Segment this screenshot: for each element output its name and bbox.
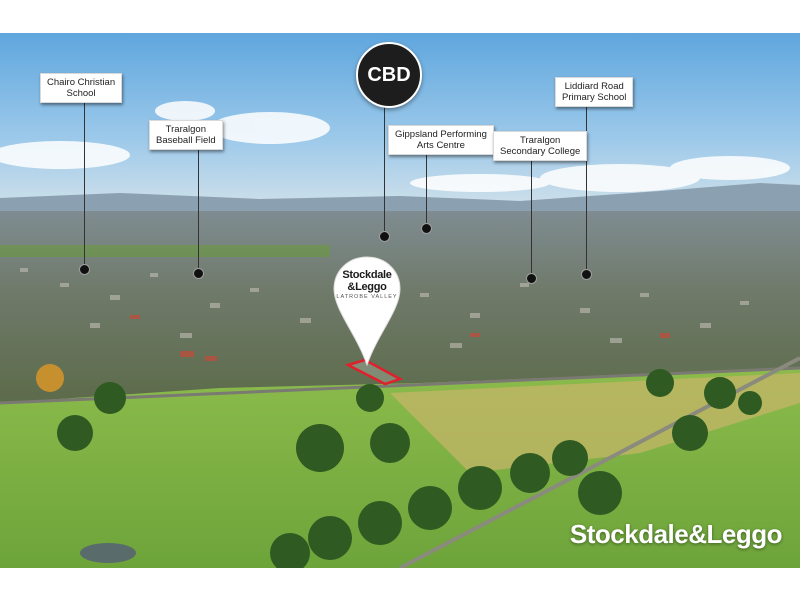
callout-line1: Chairo Christian bbox=[47, 77, 116, 88]
callout-line bbox=[531, 155, 532, 278]
callout-line1: Gippsland Performing bbox=[395, 129, 487, 140]
callout-line2: Arts Centre bbox=[416, 140, 465, 151]
trees bbox=[57, 369, 762, 568]
callout-line1: Traralgon bbox=[165, 124, 206, 135]
callout-line1: Liddiard Road bbox=[564, 81, 624, 92]
callout-line bbox=[198, 146, 199, 273]
location-dot bbox=[79, 264, 90, 275]
roofs bbox=[130, 315, 670, 361]
callout-line2: Baseball Field bbox=[156, 135, 216, 146]
location-dot bbox=[526, 273, 537, 284]
aerial-photo: Chairo Christian School Traralgon Baseba… bbox=[0, 33, 800, 568]
cbd-badge: CBD bbox=[356, 42, 422, 108]
callout-line1: Traralgon bbox=[519, 135, 561, 146]
dry-paddock bbox=[390, 373, 800, 473]
distant-hills bbox=[0, 183, 800, 218]
clouds bbox=[0, 101, 790, 192]
callout-chairo-christian-school: Chairo Christian School bbox=[40, 73, 123, 103]
callout-gippsland-performing-arts-centre: Gippsland Performing Arts Centre bbox=[388, 125, 494, 155]
autumn-tree bbox=[36, 364, 64, 392]
pin-brand: Stockdale &Leggo LATROBE VALLEY bbox=[331, 269, 403, 300]
callout-liddiard-road-primary-school: Liddiard Road Primary School bbox=[555, 77, 634, 107]
callout-traralgon-baseball-field: Traralgon Baseball Field bbox=[149, 120, 223, 150]
houses bbox=[20, 268, 749, 348]
location-dot bbox=[193, 268, 204, 279]
pin-subtitle: LATROBE VALLEY bbox=[336, 294, 398, 300]
location-dot bbox=[421, 223, 432, 234]
callout-line bbox=[384, 103, 385, 236]
pin-brand-line2: &Leggo bbox=[347, 281, 387, 293]
callout-line bbox=[84, 103, 85, 269]
callout-line bbox=[586, 101, 587, 274]
property-boundary bbox=[344, 358, 404, 386]
location-dot bbox=[379, 231, 390, 242]
brand-watermark: Stockdale&Leggo bbox=[569, 519, 783, 549]
callout-line2: Secondary College bbox=[500, 146, 581, 157]
map-pin-icon bbox=[333, 256, 401, 367]
callout-traralgon-secondary-college: Traralgon Secondary College bbox=[493, 131, 588, 161]
aerial-scene bbox=[0, 33, 800, 568]
callout-line2: School bbox=[66, 88, 96, 99]
callout-line bbox=[426, 148, 427, 228]
location-dot bbox=[581, 269, 592, 280]
callout-line2: Primary School bbox=[562, 92, 627, 103]
pin-brand-line1: Stockdale bbox=[342, 269, 392, 281]
dam bbox=[80, 543, 136, 563]
park-strip bbox=[0, 245, 330, 257]
